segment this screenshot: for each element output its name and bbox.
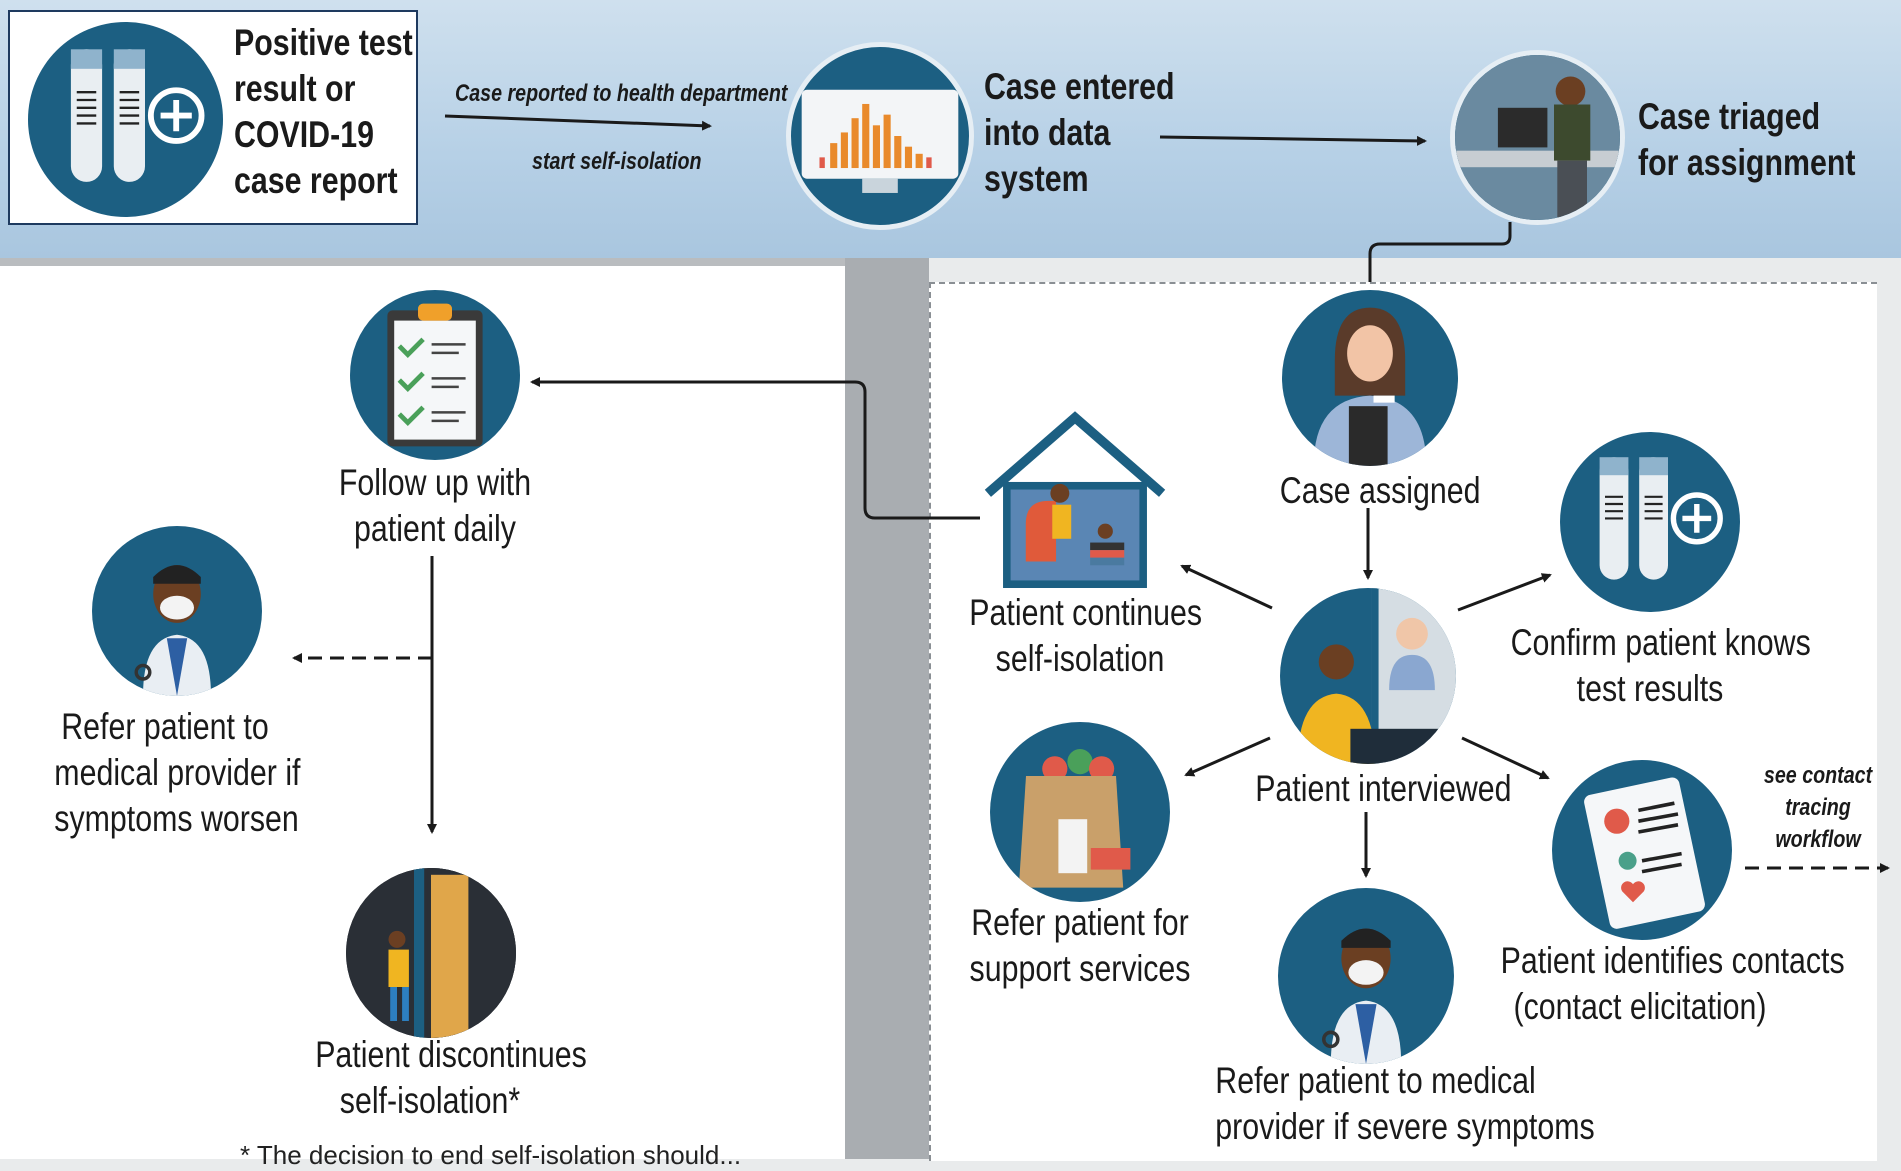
case-triaged-label: Case triaged for assignment bbox=[1638, 94, 1855, 186]
doctor-severe-icon bbox=[1278, 888, 1454, 1064]
checklist-icon bbox=[350, 290, 520, 460]
refer-support-label: Refer patient for support services bbox=[961, 900, 1199, 992]
patient-interviewed-label: Patient interviewed bbox=[1255, 768, 1512, 809]
door-exit-icon bbox=[346, 868, 516, 1038]
refer-worsen-label: Refer patient to medical provider if sym… bbox=[54, 704, 301, 842]
follow-up-line-1: Follow up with bbox=[338, 462, 532, 503]
clipboard-medical-icon bbox=[1552, 760, 1732, 940]
contact-tracing-line-1: see contact bbox=[1763, 762, 1873, 789]
identifies-contacts-line-2: (contact elicitation) bbox=[1513, 986, 1767, 1027]
confirm-results-label: Confirm patient knows test results bbox=[1510, 620, 1811, 712]
follow-up-label: Follow up with patient daily bbox=[324, 460, 545, 552]
grocery-bag-icon bbox=[990, 722, 1170, 902]
phone-call-icon bbox=[1280, 588, 1456, 764]
positive-test-line-3: COVID-19 bbox=[234, 114, 374, 155]
desk-worker-icon bbox=[1450, 50, 1625, 225]
positive-test-line-1: Positive test bbox=[234, 22, 413, 63]
confirm-results-line-2: test results bbox=[1576, 668, 1724, 709]
continues-isolation-line-1: Patient continues bbox=[969, 592, 1203, 633]
test-tubes-icon bbox=[28, 22, 223, 217]
positive-test-label: Positive test result or COVID-19 case re… bbox=[234, 20, 413, 204]
refer-severe-line-1: Refer patient to medical bbox=[1215, 1060, 1536, 1101]
edge-label-self-isolation: start self-isolation bbox=[532, 148, 702, 175]
identifies-contacts-line-1: Patient identifies contacts bbox=[1500, 940, 1845, 981]
case-triaged-line-2: for assignment bbox=[1638, 142, 1856, 183]
identifies-contacts-label: Patient identifies contacts (contact eli… bbox=[1500, 938, 1845, 1030]
refer-worsen-line-3: symptoms worsen bbox=[54, 798, 299, 839]
refer-severe-line-2: provider if severe symptoms bbox=[1215, 1106, 1595, 1147]
case-entered-line-2: into data bbox=[984, 112, 1111, 153]
continues-isolation-line-2: self-isolation bbox=[995, 638, 1165, 679]
discontinues-line-2: self-isolation* bbox=[339, 1080, 521, 1121]
refer-support-line-2: support services bbox=[969, 948, 1191, 989]
follow-up-line-2: patient daily bbox=[354, 508, 516, 549]
discontinues-line-1: Patient discontinues bbox=[315, 1034, 587, 1075]
case-assigned-label: Case assigned bbox=[1279, 470, 1481, 511]
separator-strip bbox=[845, 258, 929, 1159]
health-worker-icon bbox=[1282, 290, 1458, 466]
doctor-worsen-icon bbox=[92, 526, 262, 696]
house-icon bbox=[980, 410, 1170, 588]
refer-severe-label: Refer patient to medical provider if sev… bbox=[1215, 1058, 1595, 1150]
continues-isolation-label: Patient continues self-isolation bbox=[969, 590, 1203, 682]
edge-label-reported: Case reported to health department bbox=[455, 80, 788, 107]
computer-chart-icon bbox=[786, 42, 974, 230]
contact-tracing-note: see contact tracing workflow bbox=[1764, 760, 1872, 856]
contact-tracing-line-3: workflow bbox=[1775, 826, 1861, 853]
case-entered-line-1: Case entered bbox=[984, 66, 1175, 107]
case-entered-line-3: system bbox=[984, 158, 1089, 199]
footnote: * The decision to end self-isolation sho… bbox=[240, 1140, 742, 1170]
positive-test-line-4: case report bbox=[234, 160, 398, 201]
confirm-results-line-1: Confirm patient knows bbox=[1510, 622, 1811, 663]
refer-worsen-line-2: medical provider if bbox=[54, 752, 301, 793]
case-entered-label: Case entered into data system bbox=[984, 64, 1175, 202]
positive-test-line-2: result or bbox=[234, 68, 356, 109]
discontinues-label: Patient discontinues self-isolation* bbox=[315, 1032, 587, 1124]
case-triaged-line-1: Case triaged bbox=[1638, 96, 1821, 137]
refer-support-line-1: Refer patient for bbox=[971, 902, 1189, 943]
refer-worsen-line-1: Refer patient to bbox=[61, 706, 269, 747]
contact-tracing-line-2: tracing bbox=[1785, 794, 1851, 821]
confirm-test-tubes-icon bbox=[1560, 432, 1740, 612]
